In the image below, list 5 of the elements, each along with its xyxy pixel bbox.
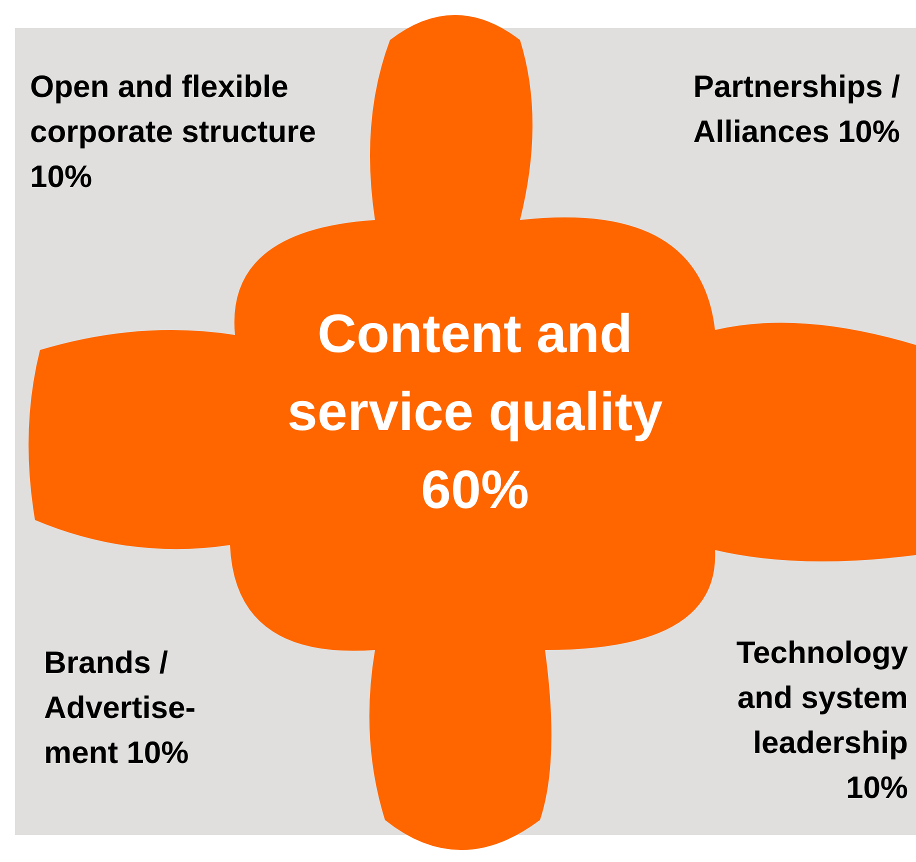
factor-label: Brands / Advertise- ment 10%	[44, 644, 197, 772]
factor-label: Technology and system leadership 10%	[735, 634, 908, 807]
factor-label: Partnerships / Alliances 10%	[692, 68, 900, 151]
center-text: Content and service quality 60%	[286, 303, 664, 522]
factor-label: Open and flexible corporate structure 10%	[30, 68, 317, 196]
